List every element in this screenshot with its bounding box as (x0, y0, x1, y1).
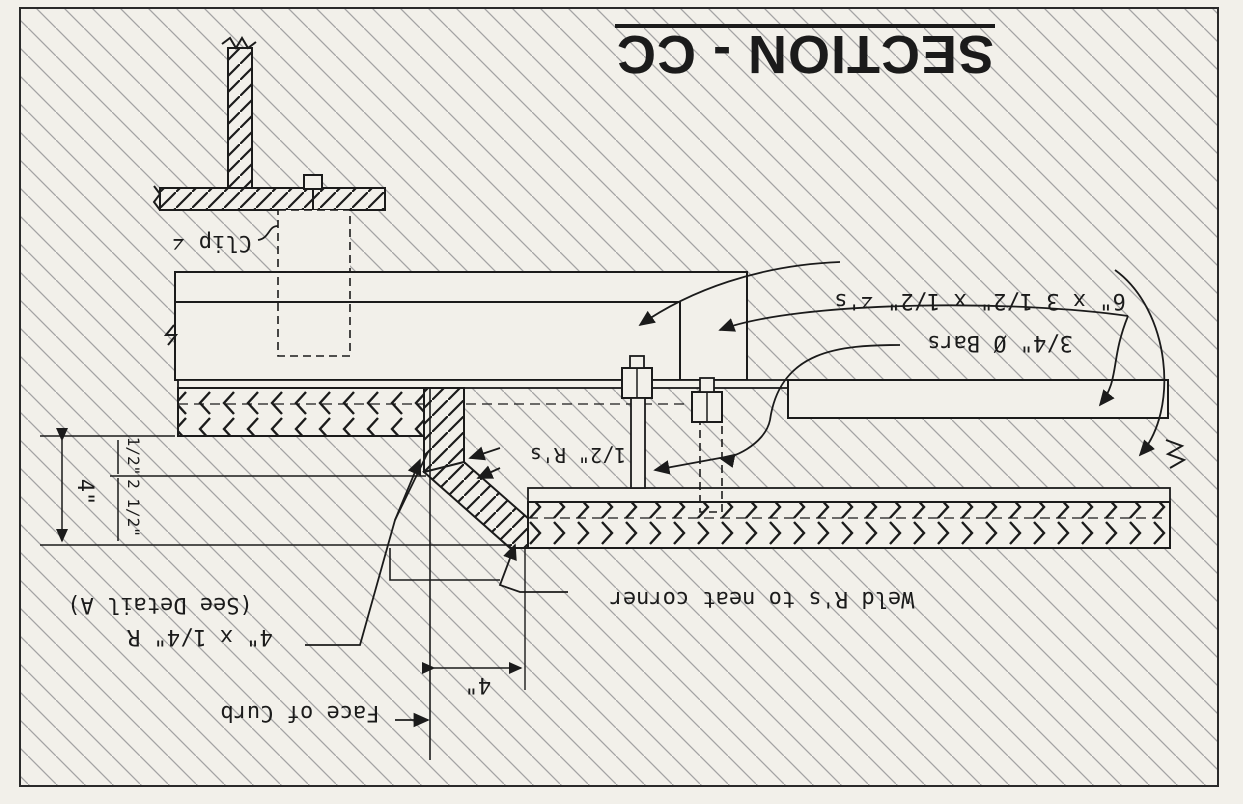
weld-leader-bracket (389, 548, 500, 581)
svg-text:4": 4" (465, 672, 492, 697)
left-deck-slab (177, 379, 789, 437)
svg-text:(See Detail A): (See Detail A) (67, 592, 252, 617)
label-plates: 1/2" R's (530, 443, 626, 467)
vertical-web (221, 36, 257, 195)
dim-total: 4" (72, 479, 97, 506)
main-beam (163, 271, 748, 381)
dim-offset: 4" (465, 672, 492, 697)
label-clip: Clip ∠ (172, 230, 251, 255)
break-line (221, 36, 257, 50)
vertical-dimensions (40, 428, 510, 546)
svg-text:6" x 3 1/2" x 1/2" ∠'s: 6" x 3 1/2" x 1/2" ∠'s (834, 288, 1125, 313)
svg-text:4": 4" (72, 479, 97, 506)
svg-text:2 1/2": 2 1/2" (124, 479, 143, 537)
bar-with-nut-1 (621, 355, 653, 489)
leader-lines (257, 225, 1166, 728)
top-flange-plate (152, 185, 386, 211)
label-angles: 6" x 3 1/2" x 1/2" ∠'s (834, 288, 1125, 313)
svg-text:Weld R's to neat corner: Weld R's to neat corner (610, 586, 915, 611)
svg-text:1/2" R's: 1/2" R's (530, 443, 626, 467)
label-detail-ref: (See Detail A) (67, 592, 252, 617)
right-deck-slab (527, 379, 1187, 549)
svg-text:4" x 1/4" R: 4" x 1/4" R (126, 624, 272, 649)
label-bars: 3/4" Ø Bars (927, 330, 1073, 355)
svg-text:3/4" Ø Bars: 3/4" Ø Bars (927, 330, 1073, 355)
dim-lower: 2 1/2" (124, 479, 143, 537)
svg-text:1/2": 1/2" (124, 437, 143, 476)
slab-break-line (1165, 439, 1187, 469)
title-group: SECTION - CC (615, 24, 995, 84)
svg-text:Face of Curb: Face of Curb (221, 700, 380, 725)
svg-text:Clip ∠: Clip ∠ (172, 230, 251, 255)
label-plate-size: 4" x 1/4" R (126, 624, 272, 649)
label-weld: Weld R's to neat corner (610, 586, 915, 611)
section-title: SECTION - CC (616, 24, 994, 84)
beam-break-line (163, 324, 179, 346)
label-face-of-curb: Face of Curb (221, 700, 380, 725)
bar-with-nut-2 (691, 377, 723, 513)
dim-upper: 1/2" (124, 437, 143, 476)
